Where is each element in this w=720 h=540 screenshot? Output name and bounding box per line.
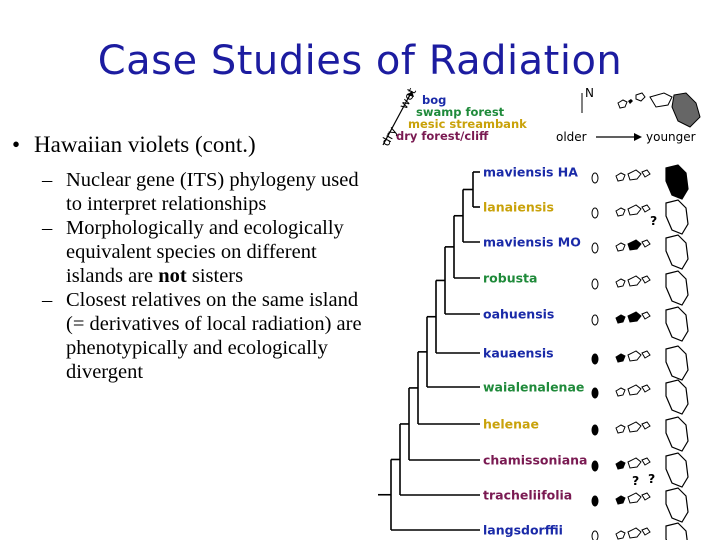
leaf-shape-icon [591, 242, 599, 254]
species-label-helenae: helenae [483, 417, 539, 432]
legend-bog: bog [422, 93, 446, 107]
species-label-waialenalenae: waialenalenae [483, 380, 584, 395]
sub-bullet-text: Nuclear gene (ITS) phylogeny used to int… [66, 169, 359, 215]
island-map-icon [615, 199, 689, 235]
legend-swamp-forest: swamp forest [416, 105, 505, 119]
species-label-maviensis-mo: maviensis MO [483, 235, 581, 250]
species-label-chamissoniana: chamissoniana [483, 453, 587, 468]
leaf-shape-icon [591, 172, 599, 184]
island-map-icon [615, 379, 689, 415]
bullet-hawaiian-violets: • Hawaiian violets (cont.) [8, 132, 368, 158]
unknown-marker: ? [648, 471, 655, 486]
leaf-shape-icon [591, 278, 599, 290]
bullet-text: Hawaiian violets (cont.) [34, 132, 256, 157]
age-arrow-head-icon [634, 133, 642, 141]
unknown-marker: ? [650, 213, 657, 228]
leaf-shape-icon [591, 314, 599, 326]
island-map-icon [615, 452, 689, 488]
leaf-shape-icon [591, 387, 599, 399]
sub-bullet-text-a: Morphologically and ecologically equival… [66, 217, 344, 287]
leaf-shape-icon [591, 207, 599, 219]
species-label-robusta: robusta [483, 271, 537, 286]
slide-title: Case Studies of Radiation [97, 38, 623, 84]
island-chain-map [617, 92, 701, 128]
dry-wet-axis [382, 90, 413, 146]
unknown-marker: ? [632, 473, 639, 488]
species-label-maviensis-ha: maviensis HA [483, 165, 578, 180]
sub-bullet-emphasis: not [158, 265, 187, 287]
leaf-shape-icon [591, 495, 599, 507]
sub-bullet-text: Closest relatives on the same island (= … [66, 289, 362, 383]
legend-dry-forest-cliff: dry forest/cliff [396, 129, 489, 143]
bullet-dot: • [12, 132, 21, 157]
bullet-list: •Hawaiian violets (cont.) –Nuclear gene … [8, 132, 368, 384]
species-label-langsdorffii: langsdorffii [483, 523, 563, 538]
island-map-icon [615, 306, 689, 342]
phylogenetic-tree [378, 171, 480, 531]
sub-bullet-closest-relatives: –Closest relatives on the same island (=… [8, 288, 368, 384]
species-label-oahuensis: oahuensis [483, 307, 554, 322]
legend-mesic-streambank: mesic streambank [408, 117, 527, 131]
leaf-shape-icon [591, 460, 599, 472]
sub-bullet-phylogeny: –Nuclear gene (ITS) phylogeny used to in… [8, 168, 368, 216]
island-map-icon [615, 522, 688, 540]
north-label: N [585, 86, 594, 100]
island-map-icon [615, 416, 689, 452]
older-label: older [556, 130, 587, 144]
axis-arrow-icon [407, 91, 414, 97]
leaf-shape-icon [591, 353, 599, 365]
dash-icon: – [42, 169, 53, 191]
leaf-shape-icon [591, 424, 599, 436]
species-label-tracheliifolia: tracheliifolia [483, 488, 572, 503]
island-map-icon [615, 345, 689, 381]
island-map-icon [615, 164, 689, 200]
dash-icon: – [42, 217, 53, 239]
island-map-icon [615, 270, 689, 306]
species-label-lanaiensis: lanaiensis [483, 200, 554, 215]
island-map-icon [615, 234, 689, 270]
younger-label: younger [646, 130, 696, 144]
island-map-icon [615, 487, 689, 523]
leaf-shape-icon [591, 530, 599, 540]
sub-bullet-not-sisters: –Morphologically and ecologically equiva… [8, 216, 368, 288]
species-label-kauaensis: kauaensis [483, 346, 554, 361]
sub-bullet-text-c: sisters [186, 265, 244, 287]
dash-icon: – [42, 289, 53, 311]
